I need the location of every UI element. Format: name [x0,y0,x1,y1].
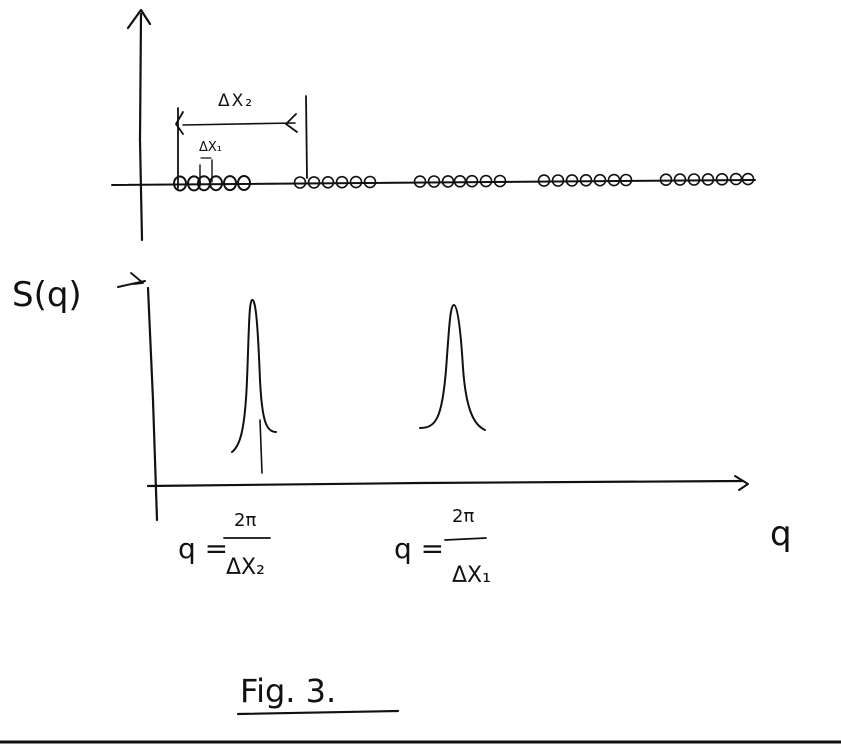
peak-label-dx1-numerator: 2π [452,506,474,527]
particle [293,176,307,189]
y-axis-label: S(q) [12,275,82,315]
particle [307,176,321,189]
particle [607,173,621,187]
peak-label-dx2-lhs: q = [178,532,228,565]
particle-line [111,179,756,186]
particle [223,175,237,192]
peak-dx2 [231,298,277,453]
particle [673,173,687,186]
peak-label-dx1-lhs: q = [394,532,444,565]
particle [465,174,479,188]
particle [701,173,715,186]
top-panel: ΔX₂ ΔX₁ [111,8,756,242]
caption-group: Fig. 3. [236,672,400,716]
q-x-axis [146,479,744,488]
dx2-top-label: ΔX₂ [218,91,254,111]
peak-label-dx1: q = 2π ΔX₁ [394,506,491,588]
particle [363,175,377,189]
particle [187,175,201,192]
peak-dx1 [419,304,486,431]
peak-label-dx1-fraction-bar [444,537,487,541]
particle [427,175,441,188]
particle [453,175,467,188]
particle [413,175,427,188]
particle [659,173,673,186]
dx2-span-line [182,122,296,126]
q-x-axis-arrow-icon [734,475,749,491]
particle [493,174,507,188]
top-y-axis [138,12,144,242]
particle [441,175,455,188]
particle [479,174,493,188]
top-y-axis-arrow-icon [126,8,152,30]
particle [565,174,579,187]
particle [741,172,755,186]
particle [335,175,349,189]
particle [715,173,729,186]
x-axis-label: q [770,514,792,554]
particle [551,174,565,187]
particle [619,173,633,187]
particle [321,176,335,189]
particle [687,173,701,186]
dx1-top-label: ΔX₁ [199,140,222,155]
particle [173,175,187,192]
particle [729,172,743,186]
particle [537,174,551,187]
s-y-axis [146,286,159,522]
particle [349,175,363,189]
bracket-right-tick [305,95,308,179]
particle-group [173,172,755,192]
s-y-arrowhead-icon [130,272,144,285]
particle [579,174,593,187]
particle [593,173,607,187]
particle [237,175,251,191]
bottom-panel: S(q) q q = 2π ΔX₂ q = 2π ΔX₁ [12,272,792,588]
dx2-arrow-right-icon [285,113,298,133]
caption-underline [236,709,400,716]
peak-label-dx2-numerator: 2π [234,510,256,531]
dx2-arrow-left-icon [175,111,184,135]
peak-dx2-marker [259,419,263,474]
particle [209,175,223,192]
dx1-ticks [199,159,213,183]
figure-caption: Fig. 3. [240,672,336,710]
peak-label-dx2: q = 2π ΔX₂ [178,510,271,580]
peak-label-dx1-denominator: ΔX₁ [452,563,491,588]
peak-label-dx2-denominator: ΔX₂ [226,555,265,580]
